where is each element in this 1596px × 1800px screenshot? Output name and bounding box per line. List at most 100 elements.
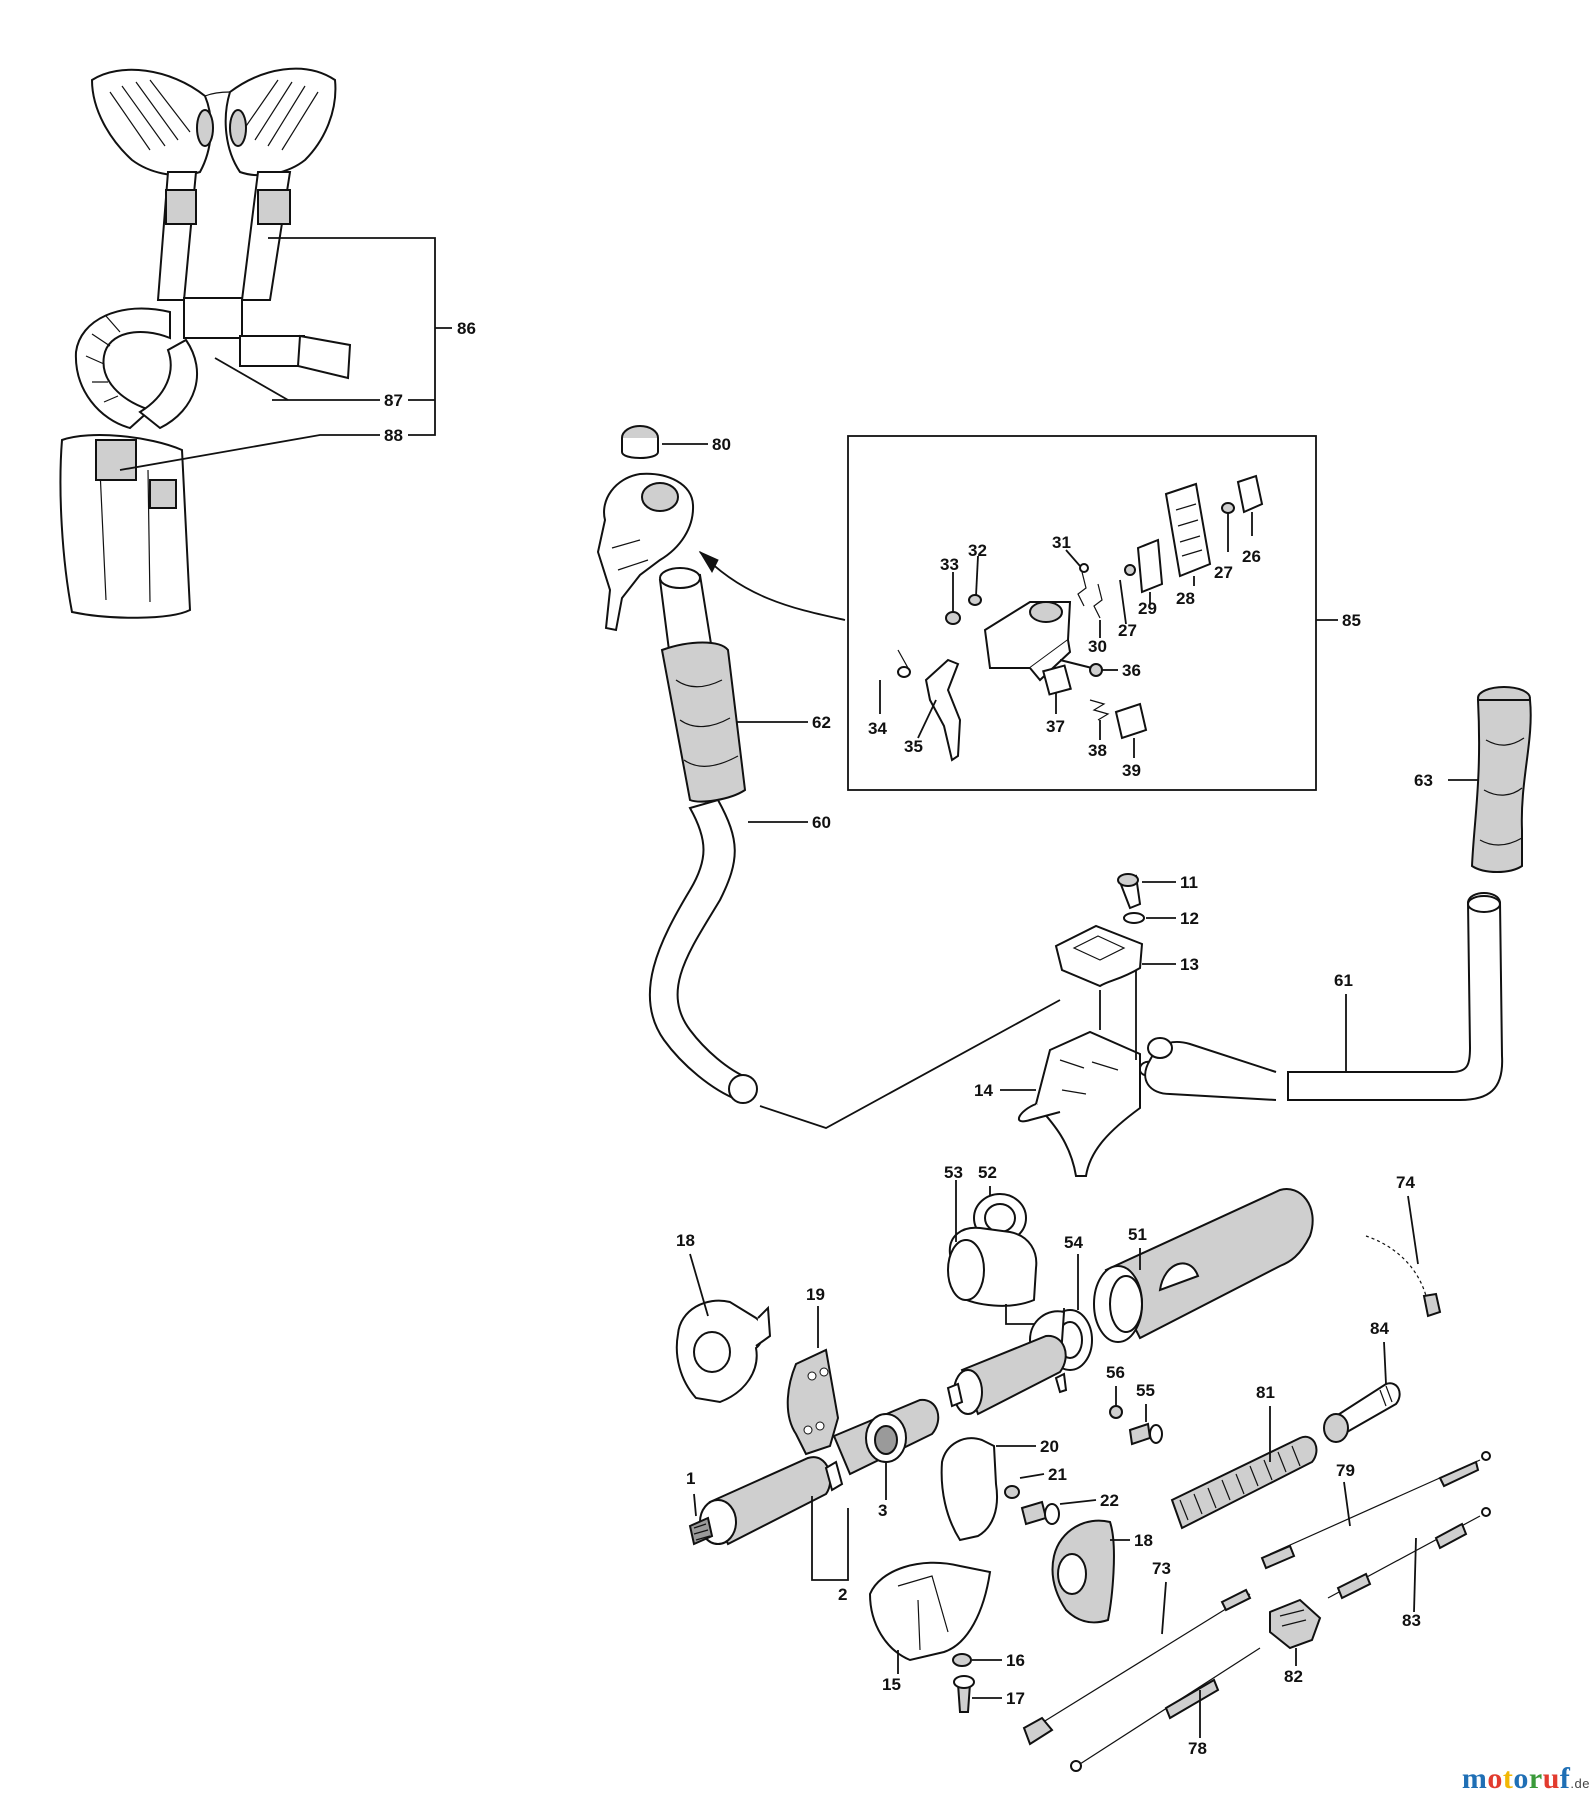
clamp-half-20 <box>940 1437 998 1542</box>
callout-80: 80 <box>712 435 731 454</box>
handlebar-clamp <box>1017 873 1145 1177</box>
assembly-line-2 <box>811 1496 849 1581</box>
washer-21 <box>1004 1485 1020 1499</box>
bracket-18-upper <box>675 1299 772 1404</box>
callout-34: 34 <box>868 719 887 738</box>
callout-37: 37 <box>1046 717 1065 736</box>
callout-21: 21 <box>1048 1465 1067 1484</box>
rings-52-53 <box>947 1193 1038 1307</box>
callout-13: 13 <box>1180 955 1199 974</box>
logo-letter: t <box>1502 1762 1514 1795</box>
motoruf-logo: motoruf.de <box>1462 1762 1590 1796</box>
callout-85: 85 <box>1342 611 1361 630</box>
leader-74 <box>1407 1195 1419 1265</box>
callout-73: 73 <box>1152 1559 1171 1578</box>
callout-26: 26 <box>1242 547 1261 566</box>
callout-36: 36 <box>1122 661 1141 680</box>
logo-letter: f <box>1559 1762 1571 1795</box>
callout-29: 29 <box>1138 599 1157 618</box>
throttle-handle <box>596 425 695 632</box>
callout-53: 53 <box>944 1163 963 1182</box>
callout-78: 78 <box>1188 1739 1207 1758</box>
callout-3: 3 <box>878 1501 887 1520</box>
callout-61: 61 <box>1334 971 1353 990</box>
left-handlebar-tube <box>648 798 750 1102</box>
leader-1 <box>693 1493 697 1517</box>
callout-16: 16 <box>1006 1651 1025 1670</box>
callout-62: 62 <box>812 713 831 732</box>
screw-55 <box>1128 1422 1152 1446</box>
connector-82 <box>1269 1598 1322 1650</box>
callout-12: 12 <box>1180 909 1199 928</box>
logo-letter: o <box>1513 1762 1529 1795</box>
callout-86: 86 <box>457 319 476 338</box>
callout-1: 1 <box>686 1469 695 1488</box>
leader-22 <box>1059 1499 1097 1505</box>
assembly-lines <box>759 970 1137 1129</box>
logo-letter: m <box>1461 1762 1488 1795</box>
callout-38: 38 <box>1088 741 1107 760</box>
logo-suffix: .de <box>1570 1776 1590 1791</box>
leader-79 <box>1343 1481 1351 1527</box>
cable-78 <box>1070 1647 1261 1772</box>
callout-28: 28 <box>1176 589 1195 608</box>
inset-arrow <box>699 551 846 621</box>
callout-88: 88 <box>384 426 403 445</box>
callout-14: 14 <box>974 1081 993 1100</box>
callout-51: 51 <box>1128 1225 1147 1244</box>
callout-84: 84 <box>1370 1319 1389 1338</box>
clamp-half-15 <box>868 1561 992 1662</box>
tube-51 <box>1093 1188 1314 1343</box>
callout-79: 79 <box>1336 1461 1355 1480</box>
callout-2: 2 <box>838 1585 847 1604</box>
callout-60: 60 <box>812 813 831 832</box>
callout-18-lower: 18 <box>1134 1531 1153 1550</box>
harness-callout-bracket <box>119 237 452 471</box>
leader-18-upper <box>689 1253 709 1317</box>
cable-tie-74 <box>1365 1235 1429 1305</box>
cable-73 <box>1022 1588 1252 1746</box>
leader-83 <box>1413 1537 1417 1613</box>
threaded-tube-81 <box>1170 1435 1318 1530</box>
callout-20: 20 <box>1040 1437 1059 1456</box>
shaft-upper-segment <box>946 1334 1068 1416</box>
callout-83: 83 <box>1402 1611 1421 1630</box>
callout-31: 31 <box>1052 533 1071 552</box>
callout-27-right: 27 <box>1214 563 1233 582</box>
logo-letter: o <box>1487 1762 1503 1795</box>
left-grip-tube <box>658 567 747 803</box>
callout-52: 52 <box>978 1163 997 1182</box>
callout-74: 74 <box>1396 1173 1415 1192</box>
callout-30: 30 <box>1088 637 1107 656</box>
callout-19: 19 <box>806 1285 825 1304</box>
throttle-cable-79 <box>1260 1451 1491 1570</box>
callout-17: 17 <box>1006 1689 1025 1708</box>
callout-22: 22 <box>1100 1491 1119 1510</box>
callout-87: 87 <box>384 391 403 410</box>
callout-81: 81 <box>1256 1383 1275 1402</box>
throttle-detail-inset <box>847 435 1317 791</box>
logo-letter: r <box>1528 1762 1543 1795</box>
leader-84 <box>1383 1341 1387 1385</box>
callout-63: 63 <box>1414 771 1433 790</box>
callout-55: 55 <box>1136 1381 1155 1400</box>
washer-16 <box>952 1653 972 1667</box>
leader-73 <box>1161 1581 1167 1635</box>
right-handlebar-tube <box>1287 892 1504 1101</box>
inset-leaders <box>879 512 1253 758</box>
callout-27-left: 27 <box>1118 621 1137 640</box>
callout-11: 11 <box>1180 873 1198 892</box>
callout-35: 35 <box>904 737 923 756</box>
leader-21 <box>1019 1473 1045 1479</box>
drive-shaft-1 <box>688 1456 832 1546</box>
bearing-sleeve-3 <box>824 1398 940 1492</box>
callout-15: 15 <box>882 1675 901 1694</box>
callout-18-upper: 18 <box>676 1231 695 1250</box>
shoulder-harness <box>59 67 352 619</box>
screw-22 <box>1020 1500 1048 1526</box>
right-grip <box>1470 686 1532 873</box>
callout-82: 82 <box>1284 1667 1303 1686</box>
cable-83 <box>1327 1507 1491 1600</box>
inset-parts <box>897 474 1264 762</box>
